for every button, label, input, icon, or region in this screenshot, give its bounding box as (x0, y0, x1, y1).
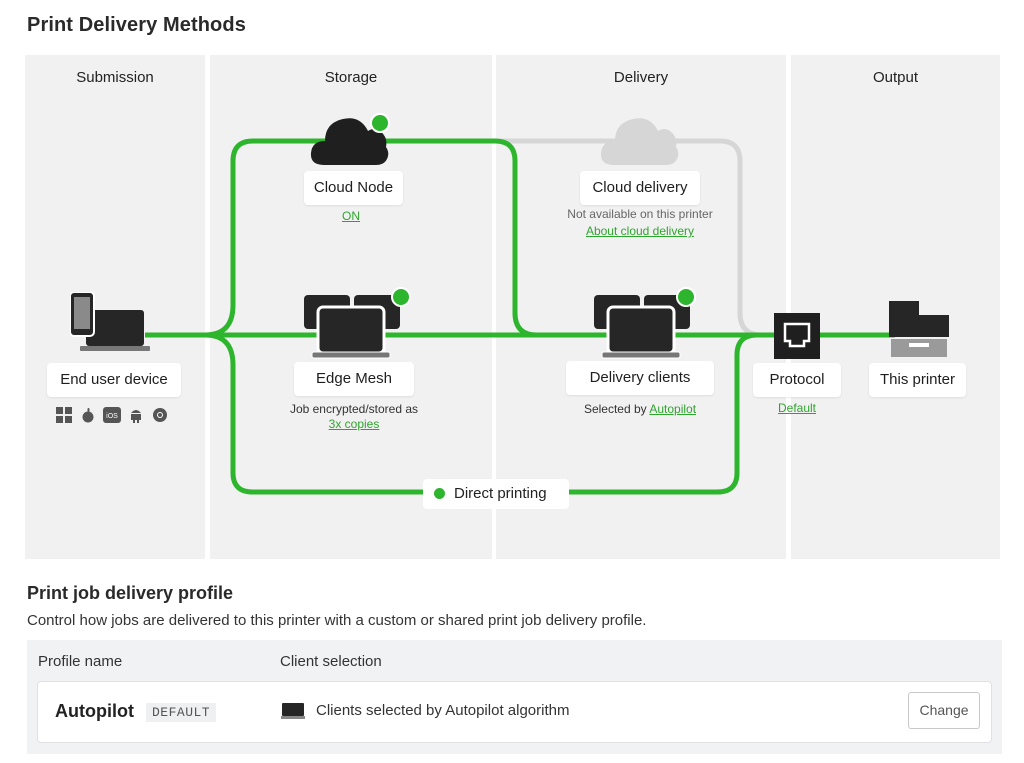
column-heading: Delivery (613, 69, 669, 86)
this-printer-label: This printer (869, 363, 966, 397)
about-cloud-delivery-link[interactable]: About cloud delivery (585, 224, 695, 238)
delivery-clients-note: Selected by Autopilot (565, 402, 715, 416)
direct-printing-status-dot (434, 488, 445, 499)
end-user-device-label: End user device (47, 363, 181, 397)
protocol-default: Default (765, 401, 829, 415)
copies-link[interactable]: 3x copies (328, 417, 380, 431)
change-button[interactable]: Change (908, 692, 980, 729)
edge-mesh-note: Job encrypted/stored as (289, 402, 419, 416)
profile-section-description: Control how jobs are delivered to this p… (27, 612, 647, 629)
cloud-delivery-about: About cloud delivery (545, 224, 735, 238)
end-user-device-icon (70, 292, 150, 351)
printer-icon (889, 301, 949, 357)
profile-table: Profile name Client selection Autopilot … (27, 640, 1002, 754)
cloud-node-icon (310, 118, 389, 165)
cloud-delivery-label: Cloud delivery (580, 171, 700, 205)
direct-printing-label: Direct printing (423, 479, 569, 509)
ethernet-port-icon (774, 313, 820, 359)
protocol-label: Protocol (753, 363, 841, 397)
edge-mesh-icon (304, 295, 400, 359)
column-heading: Output (872, 69, 919, 86)
os-icon-row: iOS (55, 407, 169, 425)
default-badge: DEFAULT (146, 703, 217, 722)
column-header-client-selection: Client selection (280, 653, 382, 670)
page-title: Print Delivery Methods (27, 14, 246, 36)
cloud-delivery-icon (600, 118, 679, 165)
autopilot-link[interactable]: Autopilot (649, 402, 697, 416)
selected-by-text: Selected by (583, 402, 650, 416)
chrome-icon (151, 407, 169, 425)
profile-section-title: Print job delivery profile (27, 583, 234, 603)
cloud-delivery-note: Not available on this printer (567, 207, 713, 221)
cloud-node-status: ON (325, 209, 377, 223)
delivery-clients-label: Delivery clients (566, 361, 714, 395)
delivery-clients-icon (594, 295, 690, 359)
windows-icon (55, 407, 73, 425)
edge-mesh-label: Edge Mesh (294, 362, 414, 396)
client-selection-text: Clients selected by Autopilot algorithm (316, 702, 570, 719)
column-heading: Submission (76, 69, 154, 86)
apple-icon (79, 407, 97, 425)
ios-icon: iOS (103, 407, 121, 425)
laptop-icon (281, 703, 305, 719)
delivery-diagram: Submission Storage Delivery Output End u… (25, 55, 1000, 559)
android-icon (127, 407, 145, 425)
column-heading: Storage (324, 69, 378, 86)
edge-mesh-copies: 3x copies (264, 417, 444, 431)
profile-name: Autopilot (55, 701, 134, 721)
svg-text:iOS: iOS (106, 413, 118, 420)
direct-printing-text: Direct printing (454, 485, 547, 502)
cloud-node-status-dot (370, 113, 390, 133)
profile-row: Autopilot DEFAULT Clients selected by Au… (37, 681, 992, 743)
protocol-default-link[interactable]: Default (777, 401, 817, 415)
edge-mesh-status-dot (391, 287, 411, 307)
cloud-node-on-link[interactable]: ON (342, 209, 360, 223)
column-header-profile-name: Profile name (38, 653, 123, 670)
column-submission: Submission (25, 55, 205, 559)
cloud-node-label: Cloud Node (304, 171, 403, 205)
delivery-clients-status-dot (676, 287, 696, 307)
